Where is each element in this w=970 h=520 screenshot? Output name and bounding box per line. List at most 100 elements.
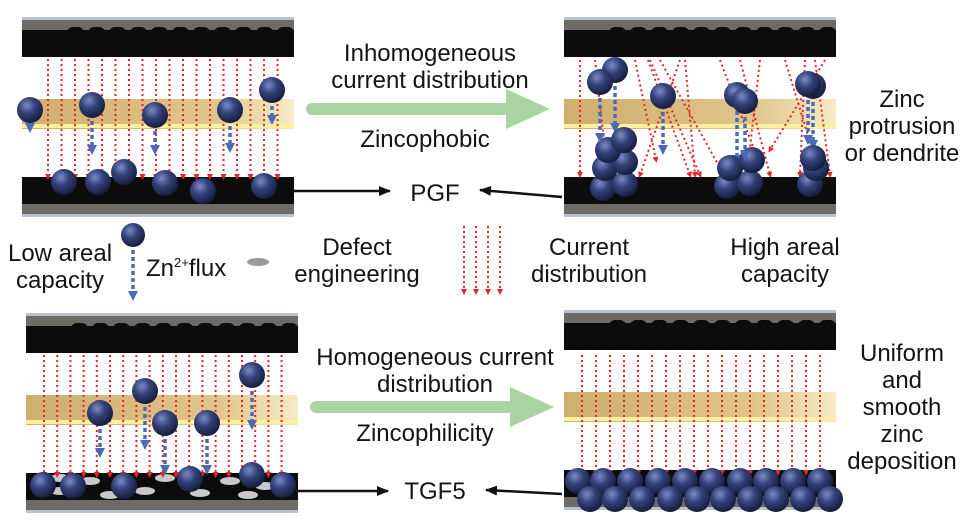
zinc-ion — [87, 400, 113, 426]
current-line-2: distribution — [530, 261, 648, 288]
caption-line: Uniform — [859, 340, 944, 367]
current-arrow — [814, 59, 833, 178]
electrode-band — [22, 204, 294, 214]
electrode-bump — [109, 27, 126, 51]
zinc-ion — [79, 92, 105, 118]
current-arrow — [659, 59, 726, 178]
electrode-band — [26, 500, 298, 510]
high-capacity-label: High areal capacity — [710, 234, 860, 288]
panel-bottom-left — [26, 313, 298, 513]
zinc-ion — [17, 97, 43, 123]
electrode-bump — [735, 320, 752, 344]
separator-edge — [564, 417, 836, 421]
uniform-deposition-caption: Uniform and smooth zinc deposition — [832, 340, 970, 475]
zinc-ion — [30, 472, 56, 498]
electrode-bump — [756, 27, 773, 51]
electrode-band — [564, 313, 836, 323]
caption-line: smooth — [862, 394, 942, 421]
separator-edge — [564, 124, 836, 128]
zinc-ion — [717, 155, 743, 181]
electrode-bump — [693, 320, 710, 344]
zinc-ion — [657, 486, 683, 512]
zinc-ion — [270, 472, 296, 498]
electrode-bump — [176, 323, 193, 347]
transition-arrow — [310, 387, 554, 427]
current-line-1: Current — [548, 234, 630, 261]
electrode-band — [22, 20, 294, 30]
zinc-ion — [177, 466, 203, 492]
arrow-shaft — [306, 103, 510, 115]
electrode-bump — [281, 323, 298, 347]
caption-line: protrusion — [848, 113, 956, 140]
zinc-ion — [251, 173, 277, 199]
electrode-bump — [239, 323, 256, 347]
defect-line-1: Defect — [322, 234, 392, 261]
electrode-bump — [756, 320, 773, 344]
defect — [135, 487, 155, 495]
electrode-rim — [564, 310, 836, 313]
zinc-ion — [259, 77, 285, 103]
electrode-bump — [151, 27, 168, 51]
electrode-bump — [714, 27, 731, 51]
zinc-ion — [152, 170, 178, 196]
zinc-ion — [737, 170, 763, 196]
zinc-ion — [121, 223, 145, 247]
electrode-bump — [651, 27, 668, 51]
electrode-bump — [214, 27, 231, 51]
tgf5-label: TGF5 — [404, 478, 466, 505]
zinc-ion — [587, 69, 613, 95]
electrode-rim — [564, 214, 836, 217]
low-capacity-line-1: Low areal — [7, 240, 113, 267]
zinc-ion — [817, 486, 843, 512]
defect — [238, 491, 258, 499]
electrode-bump — [172, 27, 189, 51]
bottom-transition-title: Homogeneous current distribution — [290, 344, 580, 398]
electrode-bump — [260, 323, 277, 347]
electrode-bump — [777, 320, 794, 344]
zincophilicity-label: Zincophilicity — [356, 420, 494, 447]
current-distribution-label: Current distribution — [514, 234, 664, 288]
zn-flux-label: Zn2+flux — [146, 255, 227, 282]
defect — [220, 477, 240, 485]
electrode-bump — [256, 27, 273, 51]
zinc-ion — [611, 127, 637, 153]
zinc-ion — [60, 473, 86, 499]
transition-arrow — [306, 89, 550, 129]
electrode-band — [564, 20, 836, 30]
zinc-ion — [51, 169, 77, 195]
zinc-ion — [763, 486, 789, 512]
arrow-head — [510, 387, 554, 427]
zinc-ion — [790, 486, 816, 512]
zinc-ion — [737, 486, 763, 512]
electrode-bump — [630, 320, 647, 344]
zinc-ion — [612, 171, 638, 197]
electrode-bump — [609, 27, 626, 51]
zinc-ion — [190, 178, 216, 204]
electrode-bump — [130, 27, 147, 51]
connector-arrow — [485, 485, 563, 496]
current-arrow — [684, 59, 698, 178]
electrode-bump — [235, 27, 252, 51]
connector-arrow — [479, 185, 563, 199]
electrode-bump — [819, 27, 836, 51]
defect-line-2: engineering — [294, 261, 420, 288]
defect-icon — [247, 258, 269, 266]
electrode-band — [26, 316, 298, 326]
electrode-rim — [22, 17, 294, 20]
panel-top-right — [564, 17, 836, 217]
caption-line: and — [881, 367, 923, 394]
zinc-ion — [577, 486, 603, 512]
low-capacity-line-2: capacity — [15, 267, 105, 294]
electrode-rim — [26, 510, 298, 513]
panel-bottom-right — [564, 69, 843, 512]
bottom-transition-line-1: Homogeneous current — [316, 344, 554, 371]
electrode-bump — [609, 320, 626, 344]
electrode-bump — [134, 323, 151, 347]
zinc-ion — [684, 486, 710, 512]
electrode-rim — [564, 17, 836, 20]
electrode-bump — [155, 323, 172, 347]
zincophobic-label: Zincophobic — [360, 126, 490, 153]
zinc-ion — [795, 71, 821, 97]
zinc-ion — [152, 410, 178, 436]
